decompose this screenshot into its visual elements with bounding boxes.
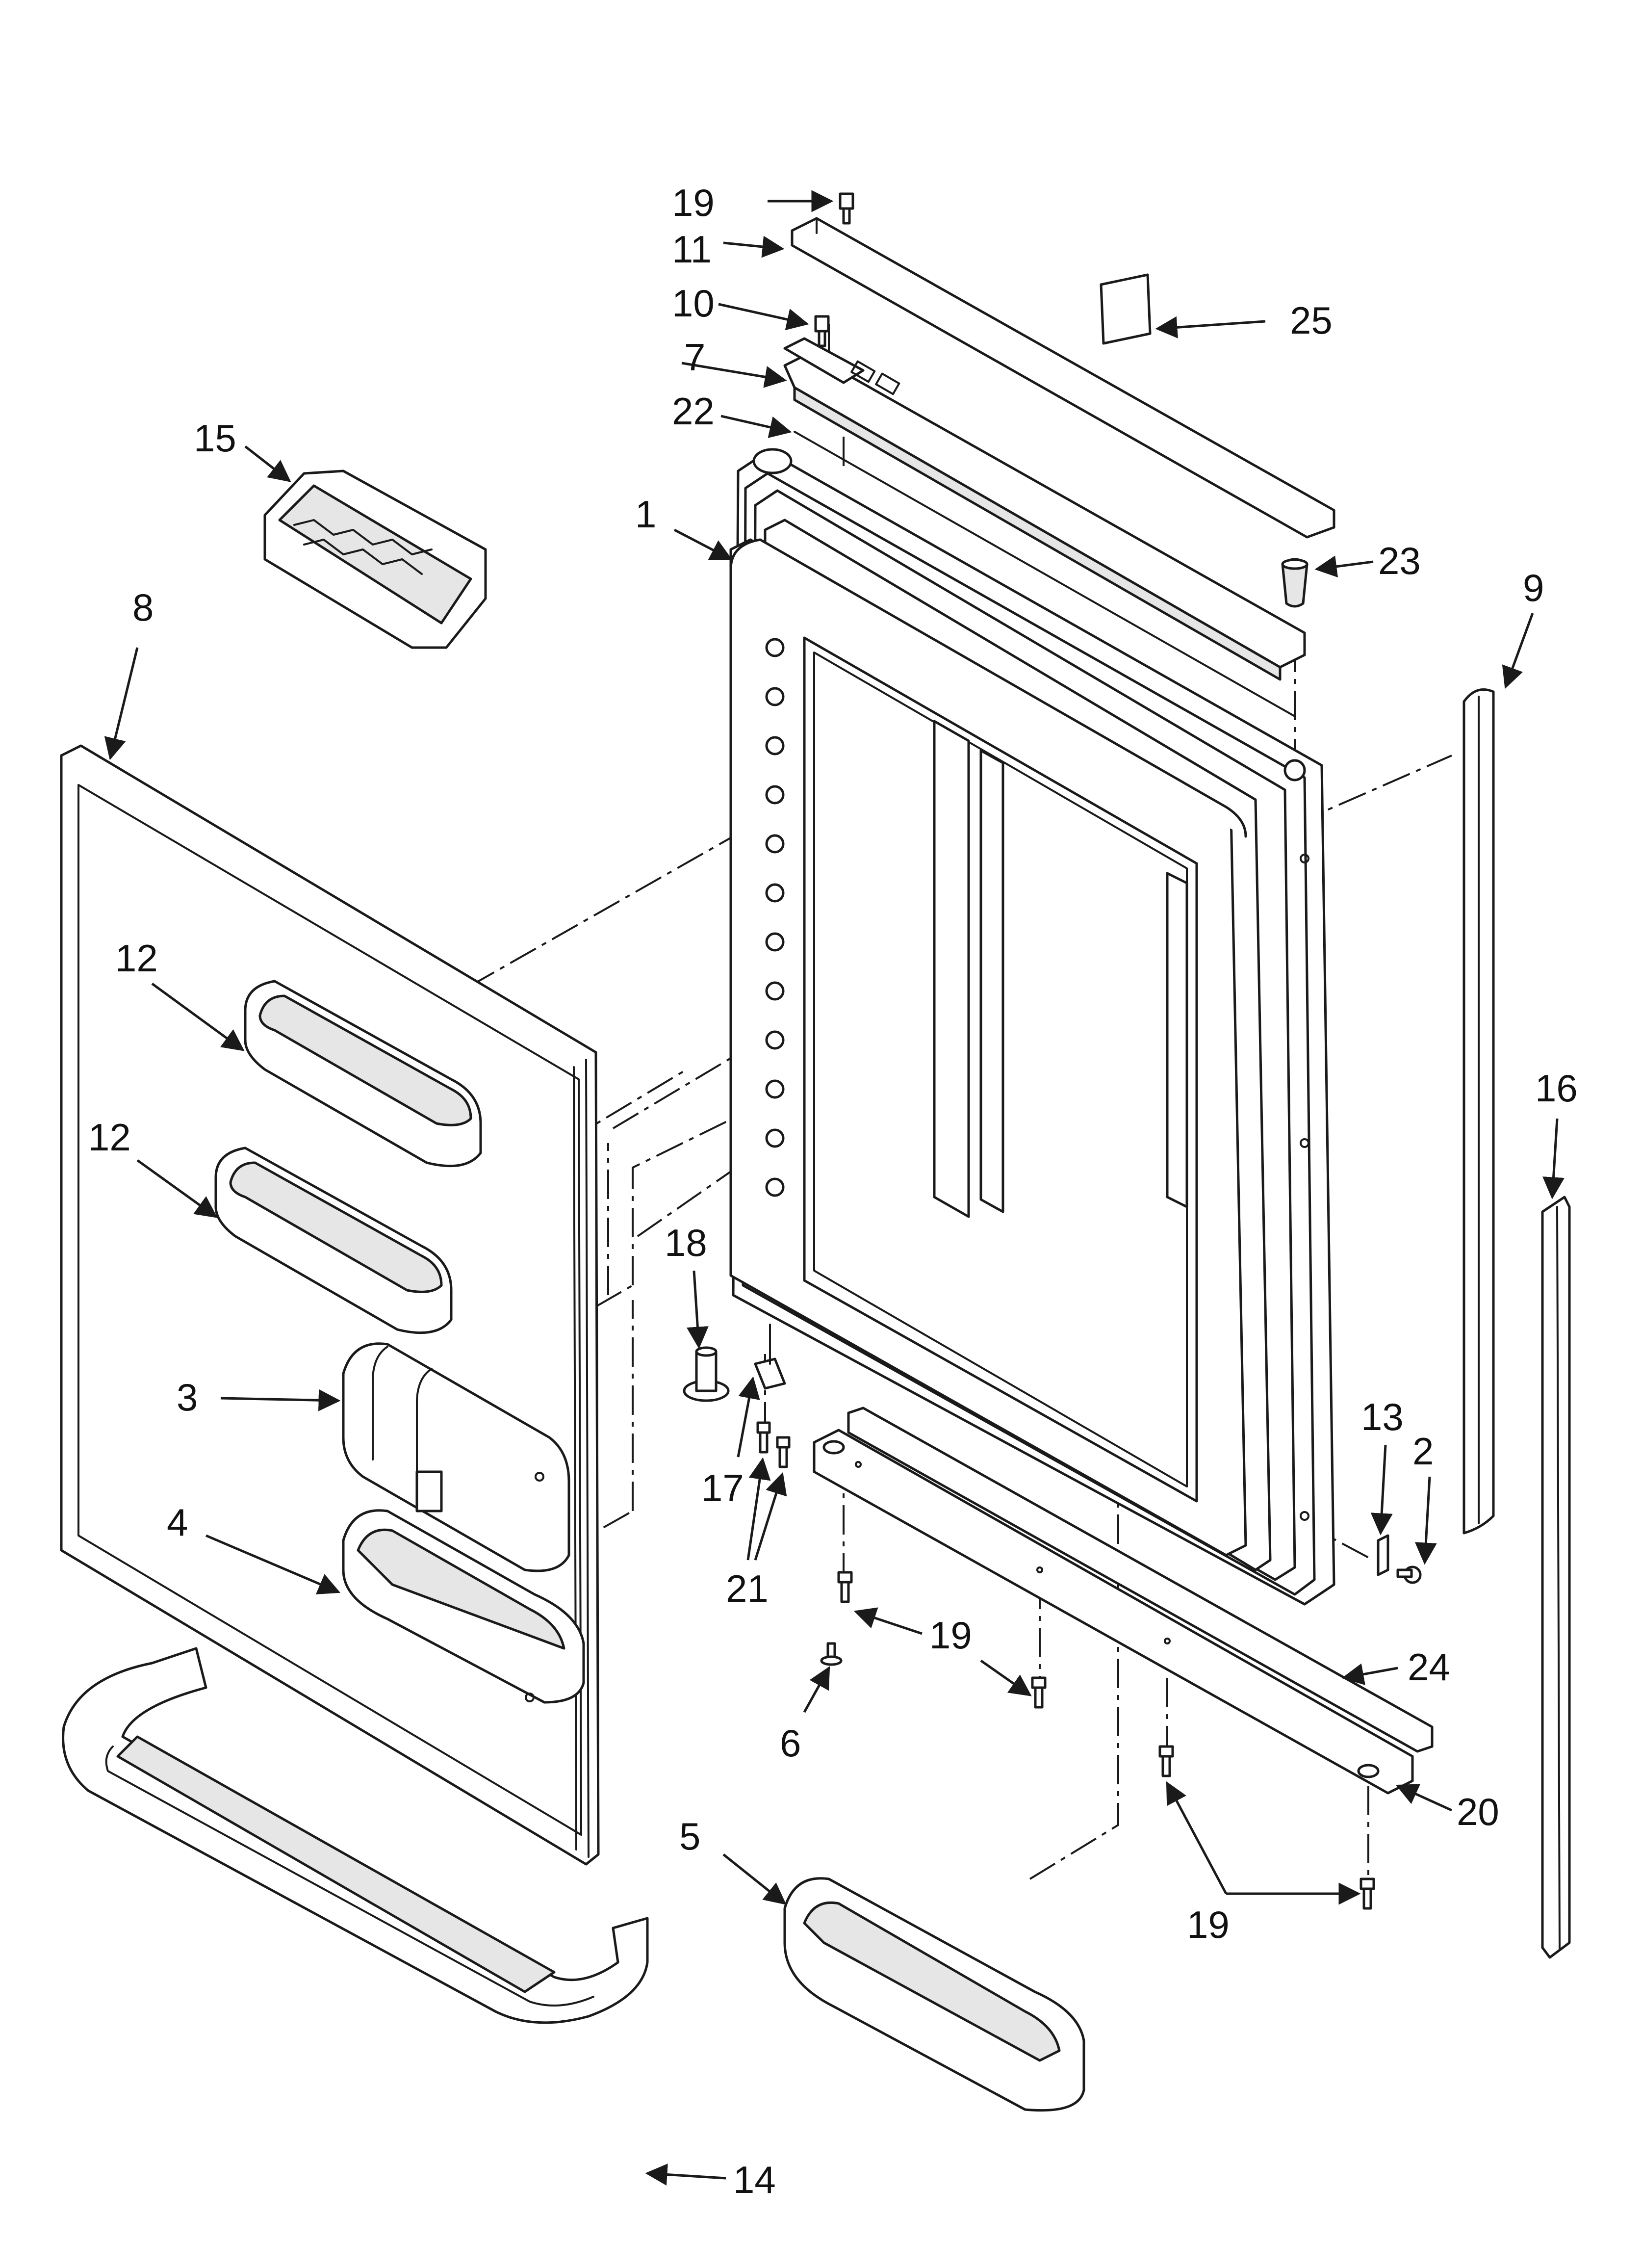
side-trim-16 xyxy=(1541,1196,1571,1959)
callout-numbers: 19 11 10 7 22 25 15 1 23 9 8 12 12 16 18… xyxy=(88,181,1578,2201)
callout-8: 8 xyxy=(132,586,154,629)
bottom-bracket xyxy=(754,1324,786,1390)
screw-21b xyxy=(776,1436,791,1468)
screw-6 xyxy=(820,1642,843,1666)
callout-23: 23 xyxy=(1378,539,1421,582)
lower-door-shelf xyxy=(62,1647,649,2024)
screws xyxy=(756,192,1422,1910)
stop-bracket xyxy=(1377,1534,1389,1576)
callout-22: 22 xyxy=(672,390,715,433)
callout-19: 19 xyxy=(1187,1903,1230,1946)
callout-14: 14 xyxy=(733,2158,776,2201)
callout-15: 15 xyxy=(194,417,236,460)
callout-7: 7 xyxy=(684,336,705,379)
callout-19: 19 xyxy=(672,181,715,224)
hinge-plug xyxy=(1281,558,1308,608)
shelf-pegs xyxy=(765,638,785,1197)
screw-19-low-a xyxy=(1158,1745,1174,1777)
hinge-channel xyxy=(783,337,1306,681)
egg-tray xyxy=(263,469,487,649)
callout-3: 3 xyxy=(177,1376,198,1419)
screw-19-low-b xyxy=(1360,1877,1375,1910)
callout-12: 12 xyxy=(115,937,158,980)
inner-door-liner xyxy=(729,448,1335,1606)
leader-arrows xyxy=(104,190,1565,2186)
screw-21a xyxy=(756,1421,771,1454)
callout-2: 2 xyxy=(1412,1430,1434,1473)
callout-10: 10 xyxy=(672,282,715,325)
dairy-compartment xyxy=(342,1342,570,1572)
screw-2 xyxy=(1396,1565,1422,1584)
door-bucket xyxy=(342,1509,585,1704)
callout-12: 12 xyxy=(88,1116,131,1159)
label-plate xyxy=(1100,273,1152,345)
callout-13: 13 xyxy=(1361,1395,1404,1438)
callout-4: 4 xyxy=(167,1501,188,1544)
callout-16: 16 xyxy=(1535,1067,1578,1110)
callout-9: 9 xyxy=(1523,566,1544,609)
callout-20: 20 xyxy=(1457,1790,1499,1833)
callout-19: 19 xyxy=(929,1614,972,1657)
screw-19-mid-b xyxy=(1031,1676,1047,1709)
side-trim-9 xyxy=(1462,688,1495,1535)
screw-19-mid-a xyxy=(837,1571,853,1603)
hinge-pin xyxy=(683,1346,730,1402)
callout-11: 11 xyxy=(672,228,712,271)
screw-10 xyxy=(814,315,830,347)
bottom-trim xyxy=(813,1429,1414,1795)
callout-6: 6 xyxy=(780,1721,801,1765)
callout-21: 21 xyxy=(726,1567,769,1610)
door-bin-lower xyxy=(214,1147,453,1334)
top-trim-strip xyxy=(791,217,1335,539)
screw-19-top xyxy=(839,192,854,225)
door-bin-upper xyxy=(244,980,482,1168)
seal-strip xyxy=(794,431,1296,717)
callout-17: 17 xyxy=(701,1466,744,1510)
callout-18: 18 xyxy=(665,1221,707,1264)
callout-25: 25 xyxy=(1290,299,1333,342)
callout-5: 5 xyxy=(679,1815,700,1858)
callout-24: 24 xyxy=(1408,1645,1450,1689)
small-bin xyxy=(783,1877,1085,2112)
bottom-seal-strip xyxy=(847,1407,1434,1753)
callout-1: 1 xyxy=(635,493,656,536)
